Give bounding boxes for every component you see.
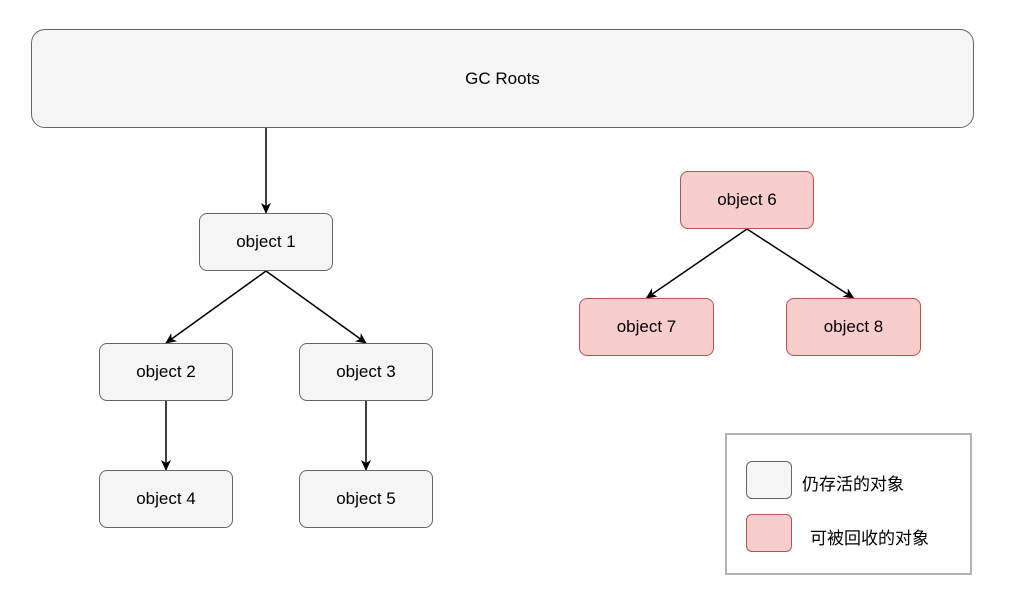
object-7-node: object 7 — [579, 298, 714, 356]
object-6-label: object 6 — [717, 190, 777, 209]
object-8-node: object 8 — [786, 298, 921, 356]
object-3-label: object 3 — [336, 362, 396, 381]
object-4-node: object 4 — [99, 470, 233, 528]
object-3-node: object 3 — [299, 343, 433, 401]
edge-o6-to-o8 — [746, 228, 855, 299]
gc-roots-box: GC Roots — [31, 29, 974, 128]
legend-collectible-label: 可被回收的对象 — [810, 529, 929, 549]
edge-o6-to-o7 — [645, 228, 748, 299]
object-7-label: object 7 — [616, 317, 677, 336]
object-8-label: object 8 — [823, 317, 884, 336]
edge-o1-to-o2 — [165, 270, 267, 344]
object-1-node: object 1 — [199, 213, 333, 271]
legend-live-swatch — [746, 461, 792, 499]
gc-roots-label: GC Roots — [465, 68, 540, 88]
edge-o1-to-o3 — [265, 270, 367, 344]
object-5-node: object 5 — [299, 470, 433, 528]
legend-live-label: 仍存活的对象 — [802, 475, 904, 495]
object-6-node: object 6 — [680, 171, 814, 229]
object-2-label: object 2 — [136, 362, 196, 381]
object-4-label: object 4 — [136, 489, 196, 508]
object-1-label: object 1 — [236, 232, 296, 251]
legend: 仍存活的对象 可被回收的对象 — [725, 433, 972, 575]
object-5-label: object 5 — [336, 489, 396, 508]
object-2-node: object 2 — [99, 343, 233, 401]
legend-collectible-swatch — [746, 514, 792, 552]
